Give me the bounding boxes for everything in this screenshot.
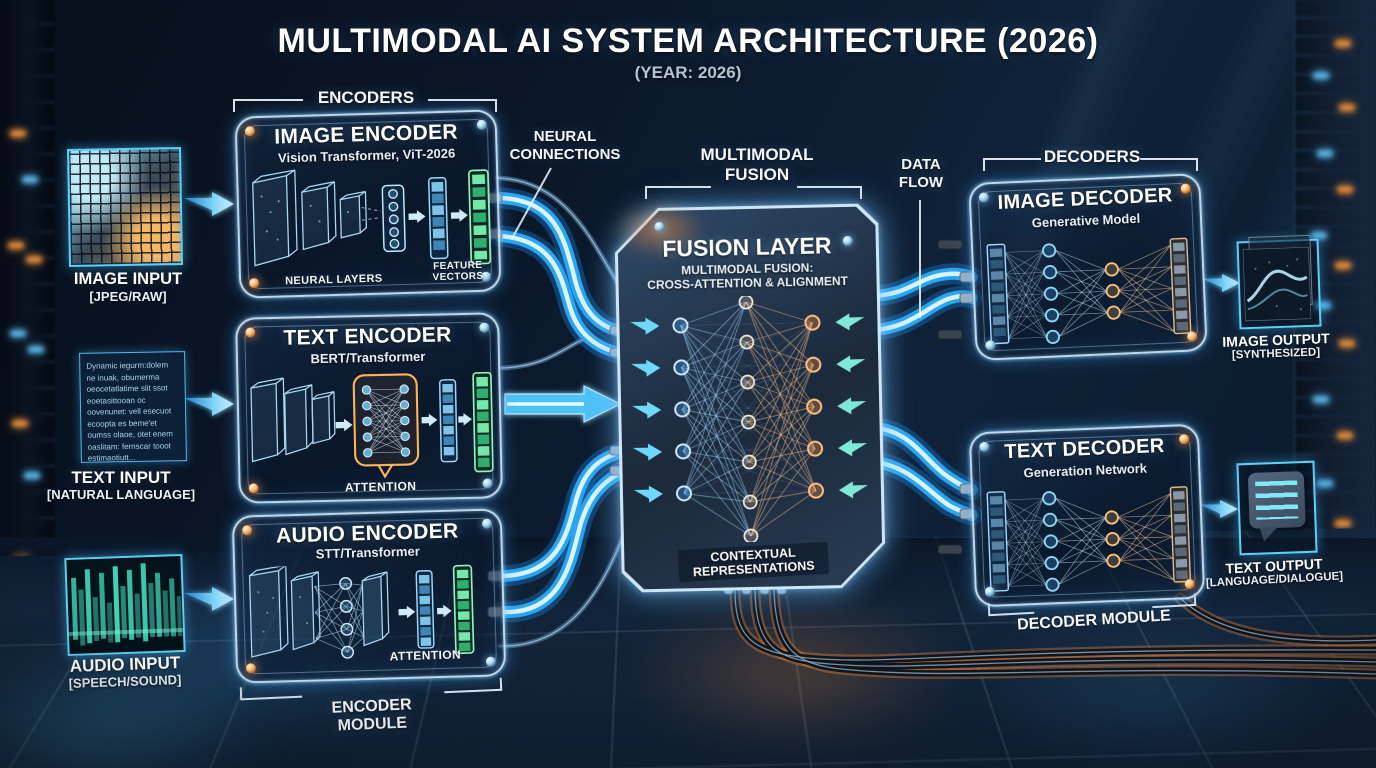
encoders-group-label: ENCODERS	[317, 88, 415, 107]
fusion-layer-box: FUSION LAYER MULTIMODAL FUSION: CROSS-AT…	[593, 190, 886, 592]
image-input-format: [JPEG/RAW]	[89, 289, 167, 304]
fusion-in-arrows	[630, 317, 664, 503]
corner-screw	[245, 663, 257, 674]
attention-annotation: ATTENTION	[344, 479, 417, 495]
attention-annotation: ATTENTION	[389, 647, 462, 664]
image-output-thumbnail	[1236, 234, 1322, 330]
text-encoder-box: TEXT ENCODER BERT/Transformer	[235, 312, 503, 504]
fusion-bracket-left	[645, 186, 711, 199]
fusion-right-nodes	[804, 314, 824, 499]
encoder-module-bracket-right	[443, 677, 503, 694]
audio-input-thumbnail	[64, 553, 186, 657]
image-input-label: IMAGE INPUT	[73, 270, 183, 288]
encoder-module-label: ENCODER MODULE	[331, 696, 412, 735]
text-input-format: [NATURAL LANGUAGE]	[46, 487, 196, 502]
corner-screw	[249, 278, 260, 289]
neural-layers-annotation: NEURAL LAYERS	[284, 272, 383, 288]
corner-screw	[482, 478, 493, 489]
text-input-label: TEXT INPUT	[71, 468, 171, 487]
decoder-links	[1004, 498, 1047, 587]
decoders-group-label: DECODERS	[1043, 147, 1141, 166]
image-encoder-network	[252, 169, 492, 267]
image-input-thumbnail	[66, 147, 184, 267]
text-encoder-network	[250, 371, 494, 479]
feature-vectors-annotation: FEATURE VECTORS	[432, 259, 484, 284]
spectrogram	[66, 556, 184, 654]
text-decoder-box: TEXT DECODER Generation Network	[968, 423, 1206, 608]
decoder-links	[1117, 493, 1175, 581]
decoder-links	[1054, 249, 1108, 337]
speech-bubble-icon	[1247, 471, 1306, 529]
neural-connections-label: NEURAL CONNECTIONS	[509, 128, 621, 163]
text-input-sample: Dynamic iegurm:dolem ne inuak, obumerma …	[79, 351, 187, 463]
fusion-network	[630, 294, 869, 544]
audio-encoder-box: AUDIO ENCODER STT/Transformer	[231, 508, 507, 684]
image-decoder-box: IMAGE DECODER Generative Model	[968, 173, 1208, 361]
image-encoder-box: IMAGE ENCODER Vision Transformer, ViT-20…	[234, 109, 502, 299]
decoder-links	[1117, 244, 1175, 332]
data-flow-callout-line	[919, 200, 921, 318]
corner-screw	[248, 483, 259, 494]
text-output-thumbnail	[1236, 460, 1318, 556]
corner-screw	[485, 656, 497, 667]
encoders-bracket-left	[233, 99, 303, 112]
fusion-back-arrows	[835, 313, 869, 499]
page-title: MULTIMODAL AI SYSTEM ARCHITECTURE (2026)	[277, 22, 1099, 60]
fusion-input-arrow	[504, 385, 622, 423]
fusion-title: FUSION LAYER	[662, 232, 832, 262]
synthesized-image	[1242, 246, 1312, 322]
decoder-links	[1004, 250, 1048, 340]
decoder-links	[1055, 497, 1108, 585]
page-subtitle: (YEAR: 2026)	[634, 63, 742, 82]
fusion-bracket-right	[797, 186, 862, 199]
text-decoder-network	[986, 486, 1192, 592]
image-decoder-network	[986, 237, 1192, 345]
audio-net-lines	[345, 583, 365, 653]
fusion-middle-nodes	[738, 294, 759, 544]
data-flow-label: DATA FLOW	[898, 156, 944, 191]
encoder-module-bracket-left	[239, 684, 303, 701]
fusion-group-label: MULTIMODAL FUSION	[700, 145, 814, 184]
